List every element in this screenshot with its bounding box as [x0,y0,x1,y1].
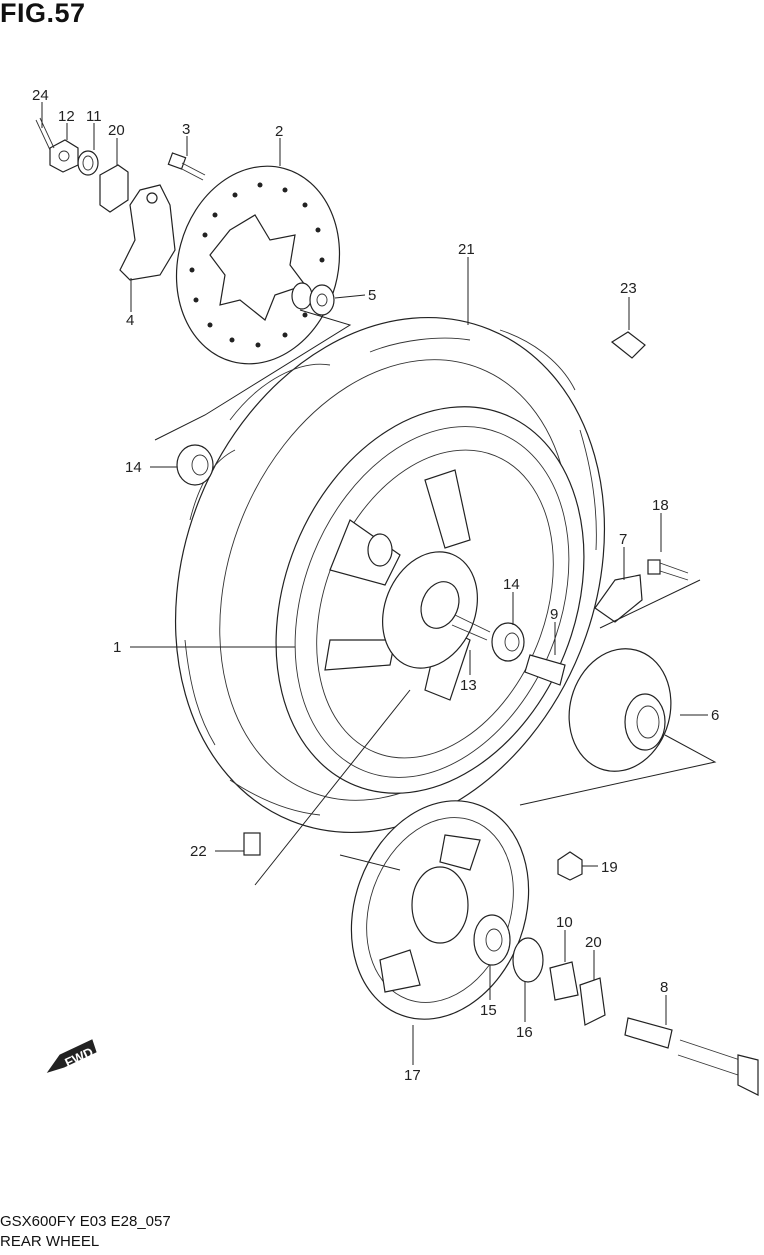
figure-title: FIG.57 [0,0,86,28]
callout-label: 14 [125,459,142,476]
nut-12-part [49,139,79,173]
bolt-18-part [647,559,689,581]
figure-code: GSX600FY E03 E28_057 [0,1213,171,1230]
bearing-14b-part [491,622,525,662]
axle-13-part [451,614,491,641]
bearing-14a-part [176,444,214,486]
collar-10-part [549,961,579,1001]
spacer-9-part [524,654,566,686]
callout-label: 21 [458,241,475,258]
bearing-15-part [473,914,511,966]
callout-label: 20 [108,122,125,139]
torque-link-plate-part [99,164,129,213]
nut-19-part [557,851,583,881]
callout-labels: 24 12 11 20 3 2 4 5 21 23 14 18 7 14 9 1… [32,87,719,1084]
figure-caption: REAR WHEEL [0,1233,100,1250]
callout-label: 4 [126,312,134,329]
collar-5-part [291,282,335,316]
callout-label: 16 [516,1024,533,1041]
callout-label: 17 [404,1067,421,1084]
clip-23-part [610,331,646,359]
cotter-pin-24-part [35,117,55,151]
callout-label: 10 [556,914,573,931]
fwd-arrow-icon: FWD [46,1039,97,1073]
callout-label: 5 [368,287,376,304]
callout-label: 9 [550,606,558,623]
callout-label: 3 [182,121,190,138]
washer-11-part [77,150,99,176]
callout-label: 6 [711,707,719,724]
plate-20b-part [579,977,606,1026]
callout-label: 7 [619,531,627,548]
callout-label: 22 [190,843,207,860]
callout-label: 11 [86,108,102,125]
callout-label: 18 [652,497,669,514]
callout-label: 20 [585,934,602,951]
sprocket-drum-6-part [568,648,672,772]
callout-label: 23 [620,280,637,297]
wheel-rim-part [275,406,585,794]
callout-label: 2 [275,123,283,140]
callout-label: 14 [503,576,520,593]
brake-disc-part [175,165,341,365]
figure-footer: GSX600FY E03 E28_057 REAR WHEEL [0,1212,171,1252]
callout-label: 15 [480,1002,497,1019]
axle-8-part [624,1017,759,1096]
leader-lines [41,102,717,1065]
callout-label: 12 [58,108,75,125]
callout-label: 24 [32,87,49,104]
sprocket-17-part [350,800,530,1020]
callout-label: 13 [460,677,477,694]
callout-label: 1 [113,639,121,656]
cushion-7-part [594,574,643,623]
seal-16-part [512,937,544,983]
callout-label: 19 [601,859,618,876]
caliper-bracket-part [119,184,176,281]
callout-label: 8 [660,979,668,996]
bolt-3-part [167,152,206,181]
valve-22-part [243,832,261,856]
fwd-label: FWD [62,1044,95,1070]
